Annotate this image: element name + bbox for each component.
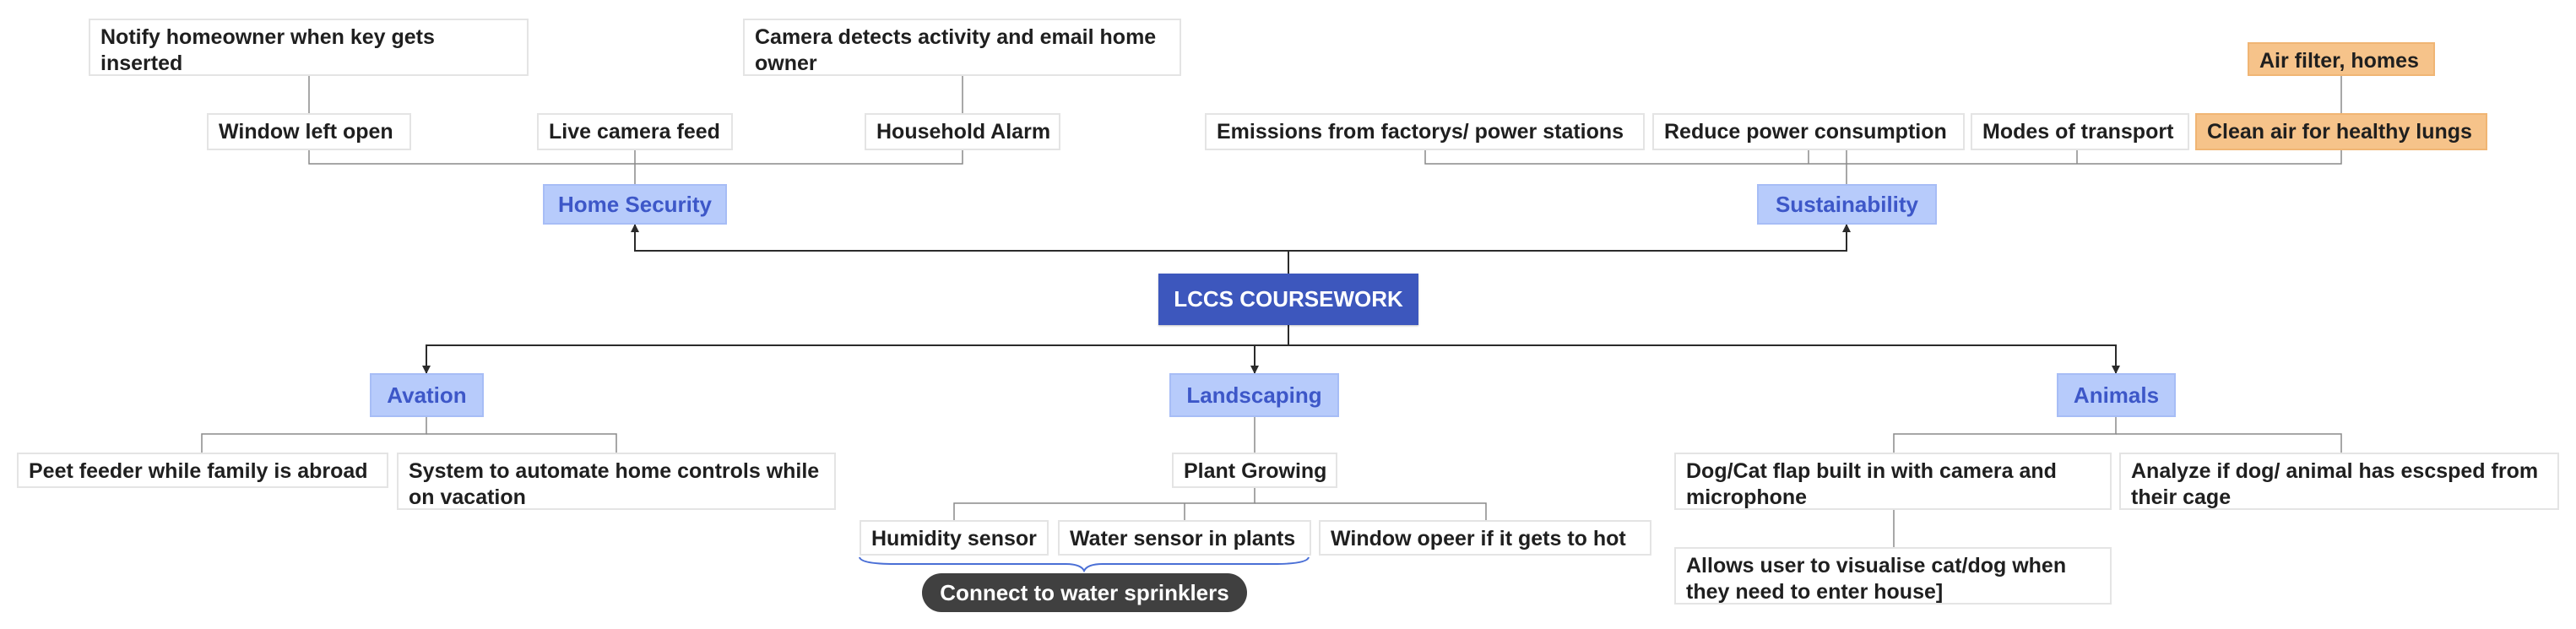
node-label: Window opeer if it gets to hot: [1331, 527, 1626, 550]
node-modes-transport[interactable]: Modes of transport: [1971, 113, 2189, 150]
sustainability-connectors: [1424, 76, 2342, 184]
node-label: Live camera feed: [549, 120, 720, 144]
node-label: Notify homeowner when key gets inserted: [100, 25, 435, 75]
node-window-opener[interactable]: Window opeer if it gets to hot: [1319, 520, 1651, 556]
node-humidity-sensor[interactable]: Humidity sensor: [860, 520, 1049, 556]
node-label: Window left open: [219, 120, 393, 144]
node-label: Air filter, homes: [2259, 49, 2419, 73]
node-label: Analyze if dog/ animal has escsped from …: [2131, 459, 2539, 509]
node-label: Clean air for healthy lungs: [2207, 120, 2472, 144]
node-label: Connect to water sprinklers: [940, 579, 1229, 605]
node-clean-air[interactable]: Clean air for healthy lungs: [2195, 113, 2487, 150]
root-node[interactable]: LCCS COURSEWORK: [1158, 274, 1418, 325]
node-emissions[interactable]: Emissions from factorys/ power stations: [1205, 113, 1645, 150]
category-label: Avation: [387, 382, 467, 408]
root-to-lower-connector: [422, 325, 2120, 374]
category-label: Home Security: [557, 191, 713, 217]
category-sustainability[interactable]: Sustainability: [1757, 184, 1937, 225]
avation-connectors: [201, 417, 617, 453]
node-pet-feeder[interactable]: Peet feeder while family is abroad: [17, 453, 388, 488]
node-water-sensor[interactable]: Water sensor in plants: [1058, 520, 1311, 556]
root-label: LCCS COURSEWORK: [1174, 286, 1403, 312]
node-label: Peet feeder while family is abroad: [29, 459, 368, 483]
node-dog-cat-flap[interactable]: Dog/Cat flap built in with camera and mi…: [1674, 453, 2112, 510]
node-reduce-power[interactable]: Reduce power consumption: [1652, 113, 1965, 150]
node-live-camera-feed[interactable]: Live camera feed: [537, 113, 733, 150]
sensor-group-brace: [859, 556, 1310, 573]
category-home-security[interactable]: Home Security: [543, 184, 727, 225]
landscaping-connectors: [953, 417, 1487, 520]
node-label: System to automate home controls while o…: [409, 459, 820, 509]
node-label: Emissions from factorys/ power stations: [1217, 120, 1624, 144]
category-label: Landscaping: [1186, 382, 1322, 408]
node-camera-detects[interactable]: Camera detects activity and email home o…: [743, 19, 1181, 76]
node-automate-home[interactable]: System to automate home controls while o…: [397, 453, 836, 510]
node-notify-homeowner[interactable]: Notify homeowner when key gets inserted: [89, 19, 529, 76]
node-label: Modes of transport: [1982, 120, 2174, 144]
node-window-left-open[interactable]: Window left open: [207, 113, 411, 150]
category-label: Sustainability: [1775, 191, 1919, 217]
node-visualise[interactable]: Allows user to visualise cat/dog when th…: [1674, 547, 2112, 605]
node-label: Reduce power consumption: [1664, 120, 1947, 144]
node-label: Plant Growing: [1184, 459, 1327, 483]
node-household-alarm[interactable]: Household Alarm: [865, 113, 1060, 150]
node-label: Camera detects activity and email home o…: [755, 25, 1157, 75]
node-label: Dog/Cat flap built in with camera and mi…: [1686, 459, 2057, 509]
node-air-filter[interactable]: Air filter, homes: [2248, 42, 2435, 76]
node-label: Allows user to visualise cat/dog when th…: [1686, 554, 2067, 604]
node-analyze-escape[interactable]: Analyze if dog/ animal has escsped from …: [2119, 453, 2559, 510]
node-water-sprinklers[interactable]: Connect to water sprinklers: [922, 573, 1247, 612]
node-label: Humidity sensor: [871, 527, 1037, 550]
category-avation[interactable]: Avation: [370, 373, 484, 417]
home-security-connectors: [308, 76, 963, 184]
animals-connectors: [1893, 417, 2342, 547]
node-label: Water sensor in plants: [1070, 527, 1296, 550]
node-plant-growing[interactable]: Plant Growing: [1172, 453, 1337, 488]
root-to-upper-connector: [631, 224, 1851, 274]
category-landscaping[interactable]: Landscaping: [1169, 373, 1339, 417]
category-label: Animals: [2073, 382, 2160, 408]
node-label: Household Alarm: [876, 120, 1051, 144]
category-animals[interactable]: Animals: [2057, 373, 2176, 417]
